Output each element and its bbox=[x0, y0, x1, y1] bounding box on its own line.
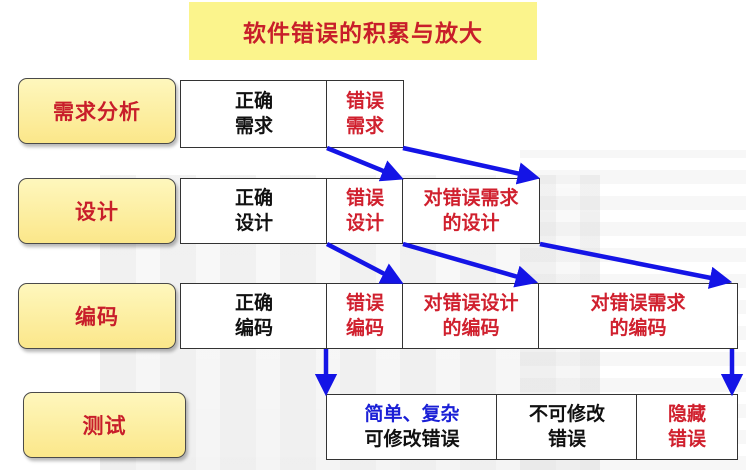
arrow-design-error-to-coding-error bbox=[327, 244, 398, 281]
arrow-req-error-to-design-error bbox=[327, 148, 398, 177]
arrow-req-error-to-design-derived bbox=[403, 148, 534, 177]
arrow-design-derived-to-coding-derived bbox=[540, 244, 726, 281]
arrow-design-error-to-coding-derived bbox=[403, 244, 532, 281]
